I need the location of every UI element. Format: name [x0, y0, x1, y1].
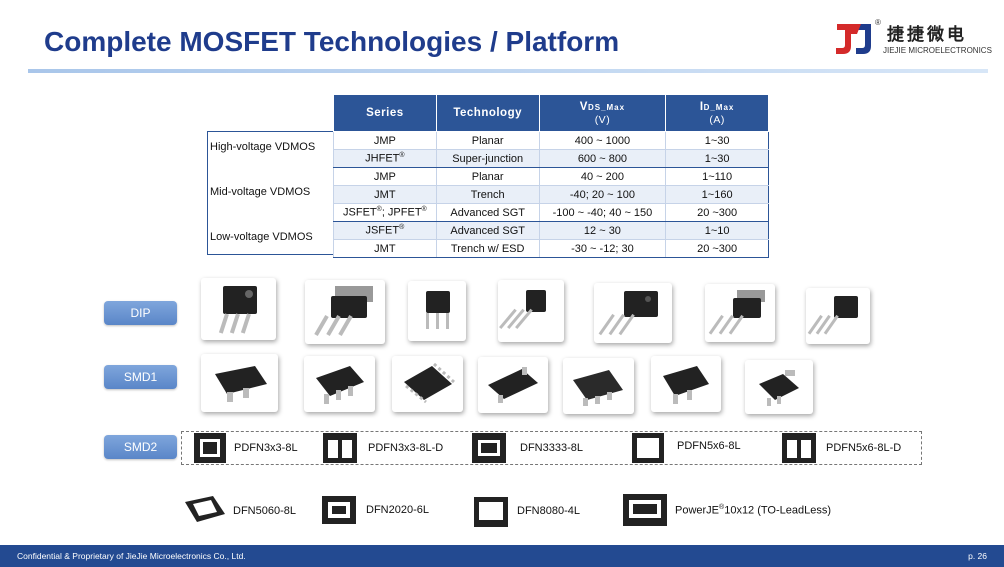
footer-bar: Confidential & Proprietary of JieJie Mic…: [0, 545, 1004, 567]
table-row: JMP Planar 400 ~ 1000 1~30: [333, 131, 769, 150]
group-label-low: Low-voltage VDMOS: [210, 231, 313, 243]
header-series: Series: [333, 94, 437, 132]
dip-package-image: [705, 284, 775, 342]
page-title: Complete MOSFET Technologies / Platform: [44, 26, 620, 57]
logo-english-name: JIEJIE MICROELECTRONICS: [883, 46, 992, 55]
package-label: DFN8080-4L: [517, 505, 580, 517]
smd1-package-image: [392, 356, 463, 412]
dip-package-image: [201, 278, 276, 340]
smd2-frame: [181, 431, 922, 465]
group-label-high: High-voltage VDMOS: [210, 141, 316, 153]
dip-package-image: [305, 280, 385, 344]
dfn-chip-icon: [183, 494, 227, 531]
smd1-package-image: [201, 354, 278, 412]
dfn-chip-icon: [781, 432, 817, 469]
dfn-chip-icon: [322, 432, 358, 469]
title-underline: [28, 69, 988, 73]
smd1-package-image: [304, 356, 375, 412]
table-row: JMT Trench -40; 20 ~ 100 1~160: [333, 185, 769, 204]
dip-package-image: [408, 281, 466, 341]
category-dip: DIP: [104, 301, 177, 325]
package-label: PDFN5x6-8L-D: [826, 442, 902, 454]
category-smd2: SMD2: [104, 435, 177, 459]
smd1-package-image: [563, 358, 634, 414]
table-row: JHFET® Super-junction 600 ~ 800 1~30: [333, 149, 769, 168]
header-vds: VDS_Max (V): [538, 94, 667, 132]
package-label: PDFN3x3-8L: [234, 442, 298, 454]
package-label: DFN3333-8L: [520, 442, 583, 454]
package-label: DFN2020-6L: [366, 504, 429, 516]
table-row: JMT Trench w/ ESD -30 ~ -12; 30 20 ~300: [333, 239, 769, 258]
package-label: DFN5060-8L: [233, 505, 296, 517]
smd1-package-image: [745, 360, 813, 414]
company-logo: ® 捷捷微电 JIEJIE MICROELECTRONICS: [833, 18, 992, 60]
mosfet-spec-table: Series Technology VDS_Max (V) ID_Max (A)…: [333, 94, 769, 258]
dip-package-image: [498, 280, 564, 342]
table-row: JSFET®; JPFET® Advanced SGT -100 ~ -40; …: [333, 203, 769, 222]
confidential-notice: Confidential & Proprietary of JieJie Mic…: [17, 551, 246, 561]
dfn-chip-icon: [193, 432, 227, 469]
category-smd1: SMD1: [104, 365, 177, 389]
dfn-chip-icon: [473, 496, 509, 533]
smd1-package-image: [651, 356, 721, 412]
dfn-chip-icon: [320, 494, 358, 531]
package-label: PowerJE®10x12 (TO-LeadLess): [675, 504, 832, 517]
voltage-group-box: [207, 131, 333, 255]
page-number: p. 26: [968, 551, 987, 561]
group-label-mid: Mid-voltage VDMOS: [210, 186, 311, 198]
logo-chinese-name: 捷捷微电: [887, 25, 967, 45]
dfn-chip-icon: [631, 432, 665, 469]
header-technology: Technology: [435, 94, 540, 132]
table-row: JMP Planar 40 ~ 200 1~110: [333, 167, 769, 186]
dip-package-image: [594, 283, 672, 343]
dip-package-image: [806, 288, 870, 344]
dfn-chip-icon: [471, 432, 507, 469]
header-id: ID_Max (A): [665, 94, 769, 132]
package-label: PDFN5x6-8L: [677, 440, 741, 452]
table-row: JSFET® Advanced SGT 12 ~ 30 1~10: [333, 221, 769, 240]
package-label: PDFN3x3-8L-D: [368, 442, 444, 454]
registered-mark: ®: [875, 18, 881, 27]
jj-logo-icon: [836, 24, 871, 54]
smd1-package-image: [478, 357, 548, 413]
dfn-chip-icon: [621, 492, 669, 533]
